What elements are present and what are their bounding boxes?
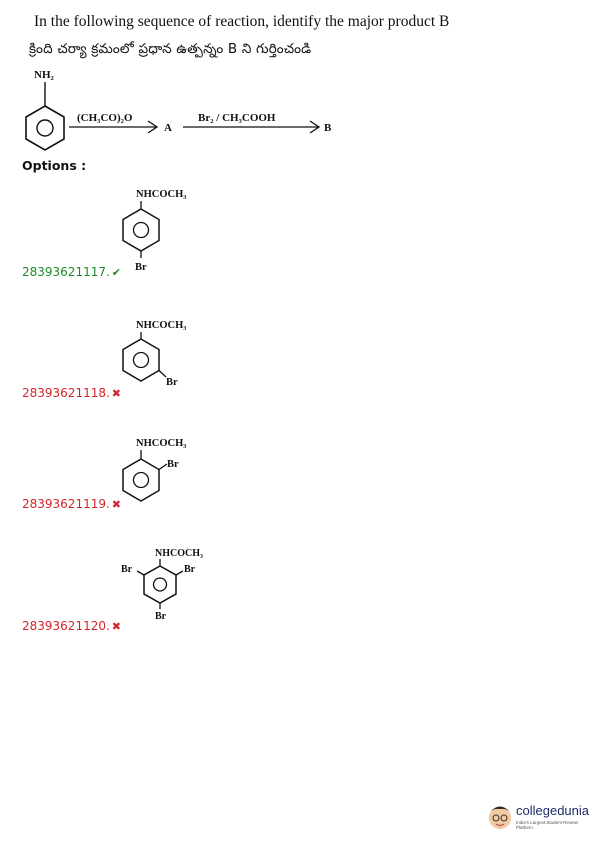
aromatic-circle <box>152 577 168 592</box>
check-icon: ✔ <box>111 266 122 279</box>
benzene-ring <box>122 208 160 252</box>
question-telugu: క్రింది చర్యా క్రమంలో ప్రధాన ఉత్పన్నం B … <box>29 41 312 57</box>
start-group-label: NH₂ <box>34 69 55 81</box>
aromatic-circle <box>132 351 150 369</box>
bromo-label: Br <box>155 611 167 622</box>
acetamido-label: NHCOCH₃ <box>136 189 186 200</box>
bromo-label: Br <box>184 564 196 575</box>
bond-line <box>158 463 168 471</box>
reagent-2-label: Br₂ / CH₃COOH <box>198 112 276 124</box>
reagent-1-label: (CH₃CO)₂O <box>77 112 133 124</box>
mascot-face-icon <box>489 807 511 829</box>
option-4-structure: NHCOCH₃ Br Br Br <box>121 548 203 622</box>
brand-name: collegedunia <box>516 803 590 818</box>
question-english: In the following sequence of reaction, i… <box>34 13 450 30</box>
option-1-id[interactable]: 28393621117.✔ <box>22 265 121 279</box>
reaction-scheme: NH₂ (CH₃CO)₂O A Br₂ / CH₃COOH B <box>25 69 332 151</box>
cross-icon: ✖ <box>111 498 122 511</box>
option-1-structure: NHCOCH₃ Br <box>122 189 186 273</box>
option-3-id[interactable]: 28393621119.✖ <box>22 497 121 511</box>
acetamido-label: NHCOCH₃ <box>136 438 186 449</box>
option-id-text: 28393621119. <box>22 497 110 511</box>
aromatic-circle <box>132 221 150 239</box>
option-4-id[interactable]: 28393621120.✖ <box>22 619 121 633</box>
bromo-label: Br <box>121 564 133 575</box>
options-heading: Options : <box>22 158 87 173</box>
aromatic-circle <box>36 119 54 137</box>
option-2-structure: NHCOCH₃ Br <box>122 320 186 388</box>
bond-line <box>158 370 167 378</box>
option-2-id[interactable]: 28393621118.✖ <box>22 386 121 400</box>
benzene-ring <box>25 105 65 151</box>
acetamido-label: NHCOCH₃ <box>155 548 203 559</box>
option-id-text: 28393621120. <box>22 619 110 633</box>
acetamido-label: NHCOCH₃ <box>136 320 186 331</box>
arrowhead-2 <box>309 120 321 134</box>
bond-line <box>175 570 184 576</box>
bromo-label: Br <box>135 262 147 273</box>
benzene-ring <box>143 565 177 604</box>
product-label: B <box>324 122 332 134</box>
collegedunia-logo <box>489 806 511 829</box>
bromo-label: Br <box>166 377 178 388</box>
intermediate-label: A <box>164 122 172 134</box>
mascot-hair-icon <box>489 806 511 813</box>
bromo-label: Br <box>167 459 179 470</box>
cross-icon: ✖ <box>111 620 122 633</box>
option-id-text: 28393621118. <box>22 386 110 400</box>
bond-line <box>136 570 145 576</box>
benzene-ring <box>122 338 160 382</box>
option-id-text: 28393621117. <box>22 265 110 279</box>
cross-icon: ✖ <box>111 387 122 400</box>
option-3-structure: NHCOCH₃ Br <box>122 438 186 502</box>
arrowhead-1 <box>147 120 159 134</box>
aromatic-circle <box>132 471 150 489</box>
brand-tagline: India's Largest Student Review Platform <box>516 820 578 830</box>
benzene-ring <box>122 458 160 502</box>
